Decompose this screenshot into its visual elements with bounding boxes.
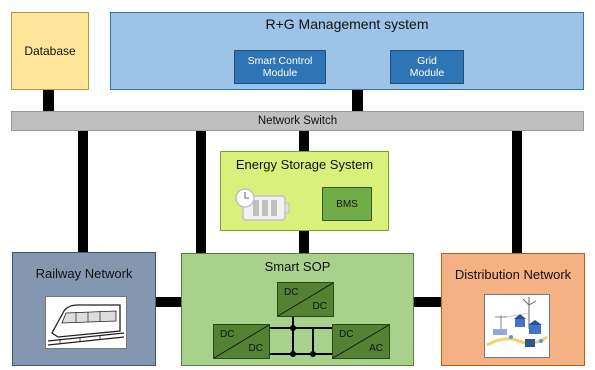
railway-network-box: Railway Network	[12, 252, 156, 366]
network-switch-bar: Network Switch	[11, 111, 584, 131]
railway-switch-link	[78, 131, 88, 253]
converter-right-output: AC	[369, 343, 383, 354]
management-system-title: R+G Management system	[265, 16, 429, 32]
railway-network-title: Railway Network	[35, 266, 133, 281]
database-label: Database	[24, 44, 76, 58]
smart-sop-box: Smart SOP DC DC DC DC DC AC	[181, 253, 414, 366]
railway-sop-link	[156, 297, 182, 307]
dc-ac-converter-right: DC AC	[332, 324, 390, 359]
converter-right-input: DC	[339, 329, 354, 340]
network-switch-label: Network Switch	[257, 115, 338, 127]
converter-top-input: DC	[284, 287, 299, 298]
dc-dc-converter-top: DC DC	[277, 282, 334, 317]
battery-clock-icon	[235, 188, 290, 221]
converter-top-output: DC	[312, 301, 327, 312]
smart-control-module: Smart Control Module	[234, 50, 326, 84]
smart-control-module-label: Smart Control Module	[247, 55, 313, 79]
dc-dc-converter-left: DC DC	[213, 324, 270, 359]
converter-left-output: DC	[248, 343, 263, 354]
junction-dot	[290, 351, 296, 357]
bms-box: BMS	[322, 187, 372, 221]
distribution-network-box: Distribution Network	[441, 253, 585, 366]
bms-label: BMS	[336, 198, 358, 210]
energy-storage-title: Energy Storage System	[235, 157, 374, 172]
smart-sop-title: Smart SOP	[264, 259, 331, 274]
junction-dot	[310, 351, 316, 357]
database-box: Database	[11, 12, 89, 90]
distribution-grid-image	[484, 294, 550, 358]
grid-module: Grid Module	[390, 50, 464, 84]
mgmt-switch-link	[352, 90, 363, 112]
sop-wire-top-vertical	[292, 317, 294, 354]
ess-sop-link	[299, 231, 309, 254]
sop-wire-left-upper	[270, 327, 332, 329]
converter-left-input: DC	[220, 329, 235, 340]
sop-dist-link	[414, 297, 442, 307]
sop-wire-right-vertical	[312, 327, 314, 355]
train-image	[45, 296, 127, 349]
sop-switch-link	[196, 131, 206, 254]
distribution-grid-icon	[486, 297, 548, 347]
sop-wire-left-lower	[270, 353, 332, 355]
db-switch-link	[43, 90, 54, 112]
ess-switch-link	[299, 131, 309, 152]
management-system-box: R+G Management system Smart Control Modu…	[110, 12, 584, 90]
junction-dot	[290, 325, 296, 331]
energy-storage-system-box: Energy Storage System BMS	[220, 151, 389, 231]
grid-module-label: Grid Module	[409, 55, 445, 79]
distribution-network-title: Distribution Network	[454, 267, 572, 282]
train-icon	[47, 304, 125, 346]
dist-switch-link	[512, 131, 522, 254]
